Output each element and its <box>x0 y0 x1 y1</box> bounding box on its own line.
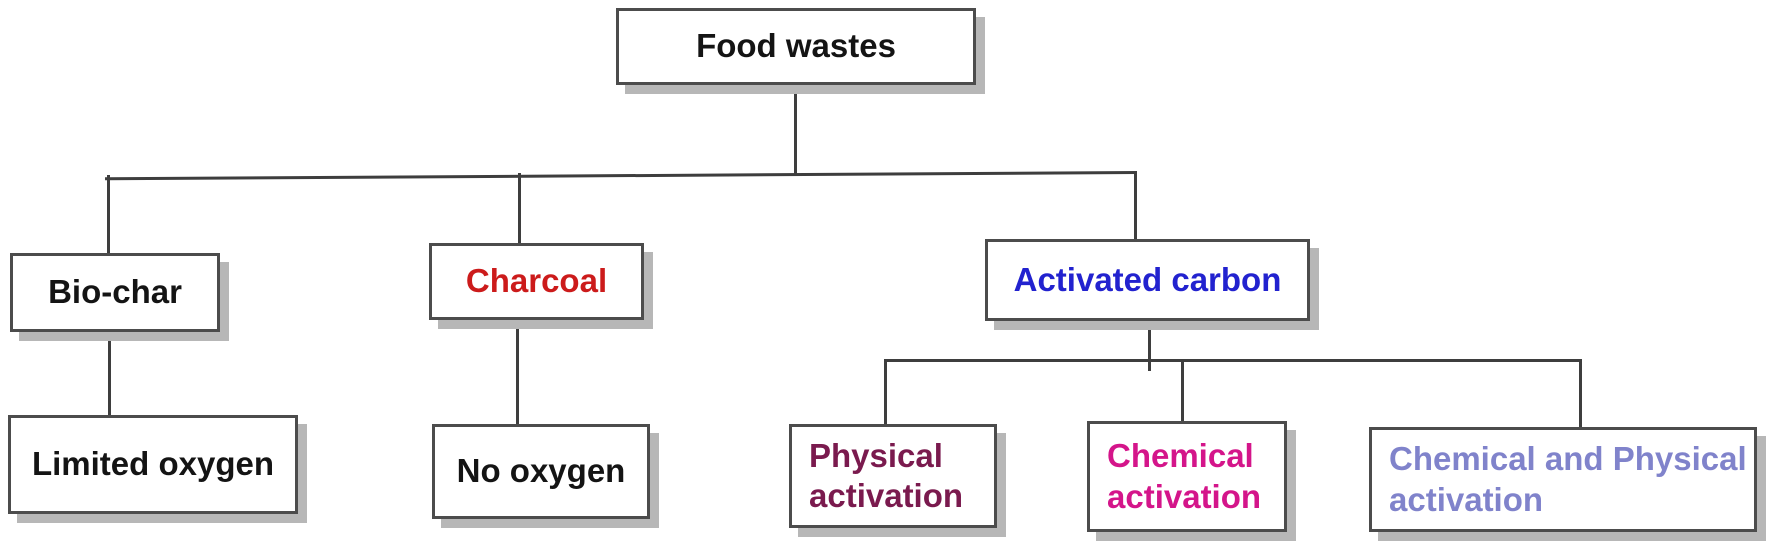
connector-to-biochar <box>107 175 110 254</box>
node-chemical-physical-activation-label: Chemical and Physical activation <box>1389 439 1747 520</box>
node-physical-activation-label: Physical activation <box>809 436 963 517</box>
chemical-physical-activation-line2: activation <box>1389 480 1544 518</box>
node-charcoal-label: Charcoal <box>465 262 608 300</box>
connector-level2-horizontal <box>884 359 1582 362</box>
connector-to-chemical-activation <box>1181 360 1184 422</box>
connector-activatedcarbon-down <box>1148 320 1151 371</box>
connector-to-chemical-physical-activation <box>1579 360 1582 428</box>
node-activated-carbon-label: Activated carbon <box>1013 260 1282 298</box>
connector-biochar-to-limitedoxygen <box>108 331 111 416</box>
node-no-oxygen-label: No oxygen <box>456 452 626 490</box>
chemical-physical-activation-line1: Chemical and Physical <box>1389 440 1747 478</box>
node-bio-char-label: Bio-char <box>48 273 182 311</box>
connector-level1-horizontal <box>105 171 1138 181</box>
node-limited-oxygen-label: Limited oxygen <box>31 445 275 483</box>
chemical-activation-line2: activation <box>1107 477 1262 515</box>
connector-charcoal-to-nooxygen <box>516 319 519 425</box>
node-physical-activation: Physical activation <box>789 424 997 528</box>
node-no-oxygen: No oxygen <box>432 424 650 519</box>
connector-to-physical-activation <box>884 360 887 425</box>
physical-activation-line2: activation <box>809 477 964 514</box>
node-limited-oxygen: Limited oxygen <box>8 415 298 514</box>
node-chemical-activation-label: Chemical activation <box>1107 436 1261 517</box>
node-food-wastes-label: Food wastes <box>696 27 896 65</box>
node-charcoal: Charcoal <box>429 243 644 320</box>
connector-foodwastes-down <box>794 84 797 174</box>
connector-to-activated-carbon <box>1134 172 1137 240</box>
node-chemical-activation: Chemical activation <box>1087 421 1287 532</box>
node-food-wastes: Food wastes <box>616 8 976 85</box>
chemical-activation-line1: Chemical <box>1107 437 1254 475</box>
physical-activation-line1: Physical <box>809 436 943 474</box>
node-activated-carbon: Activated carbon <box>985 239 1310 321</box>
connector-to-charcoal <box>518 173 521 244</box>
node-chemical-physical-activation: Chemical and Physical activation <box>1369 427 1757 532</box>
node-bio-char: Bio-char <box>10 253 220 332</box>
